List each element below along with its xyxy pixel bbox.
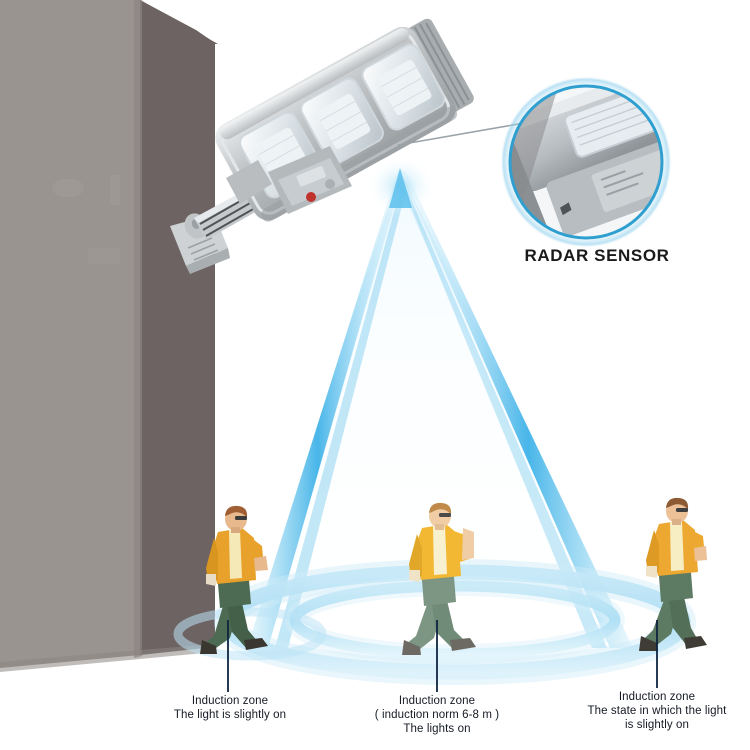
person-left-neck [231,527,240,533]
person-center-neck [435,524,444,530]
person-center-back-hand [409,570,420,582]
wall-side-face-upper [140,0,218,44]
beam-left-edge-inner [275,186,406,648]
wall-base-shadow [0,644,215,672]
person-center-back-shoe [402,640,421,655]
caption-center-line-3: The lights on [403,723,471,735]
beam-left-edge-outer [247,170,404,648]
person-right-sunglasses [676,508,688,512]
caption-leader-lines [227,620,658,692]
person-center [402,502,476,655]
beam-apex-tip [389,168,412,208]
person-center-shirt [433,526,447,575]
street-light-fixture [215,18,474,222]
person-right [639,497,707,651]
person-center-back-arm [409,534,422,578]
person-center-shoe [450,638,476,651]
beam-right-edge-outer [400,170,633,648]
bracket-plate-fins [187,237,219,261]
inset-sensor-notch [560,202,572,216]
caption-left: Induction zone The light is slightly on [150,694,310,722]
callout-circle-border [508,84,664,240]
person-left-hair [225,505,248,517]
lamp-sensor-pod [268,146,352,214]
person-left-shirt [229,530,242,579]
person-right-shoe [684,636,707,649]
inset-lens-texture [571,86,662,146]
wall-edge-highlight [134,0,142,658]
caption-left-line-1: Induction zone [191,695,269,707]
sensor-pod-label [296,166,326,187]
beam-right-edge-inner [403,188,607,648]
inset-sensor-indicator-highlight [701,163,711,173]
person-center-hair [429,502,452,514]
caption-center-line-1: Induction zone [398,695,476,707]
person-left-sunglasses [235,516,247,520]
person-left-front-leg [226,594,258,648]
lamp-tail [226,160,272,204]
light-beam [247,156,633,648]
inset-sensor-label-text [600,170,644,196]
wall-front-face [0,0,140,668]
bracket-wall-plate-shade [186,248,230,274]
person-left-back-arm [206,538,218,582]
person-right-back-shoe [639,636,658,651]
person-right-hand [694,546,707,561]
caption-center-line-2: ( induction norm 6-8 m ) [374,709,500,721]
person-right-hair [666,497,689,509]
person-center-hand-raised [462,528,474,560]
caption-right-line-1: Induction zone [618,691,696,703]
person-right-back-hand [646,566,657,578]
lamp-lens-texture [258,66,429,177]
caption-right: Induction zone The state in which the li… [562,690,750,732]
person-right-shirt [670,522,684,571]
person-left [200,505,268,654]
caption-left-line-2: The light is slightly on [173,709,287,721]
wall-blemish-b [110,175,120,205]
wall-side-face-main [140,0,215,655]
radar-sensor-label: RADAR SENSOR [524,246,670,265]
radar-sensor-callout [500,76,724,248]
person-left-shoe [244,638,268,650]
person-right-front-leg [668,588,699,646]
person-center-front-leg [431,592,466,648]
sensor-button [325,179,335,189]
inset-sensor-indicator-dot [696,156,724,184]
caption-center: Induction zone ( induction norm 6-8 m ) … [357,694,517,736]
person-left-back-shoe [200,640,217,654]
person-right-neck [672,519,681,525]
wall-blemish-a [52,179,84,197]
person-right-back-arm [646,530,659,574]
beam-inner-fill [272,188,608,645]
caption-right-line-3: is slightly on [624,719,690,731]
lamp-top-highlight [220,28,410,140]
caption-right-line-2: The state in which the light [587,705,727,717]
person-center-sunglasses [439,513,451,517]
person-left-hand [254,556,268,571]
wall-blemish-c [88,248,120,264]
ground-ring-left-small [173,607,327,661]
person-left-back-hand [206,574,216,586]
sensor-indicator-dot [306,192,316,202]
building-wall [0,0,218,672]
